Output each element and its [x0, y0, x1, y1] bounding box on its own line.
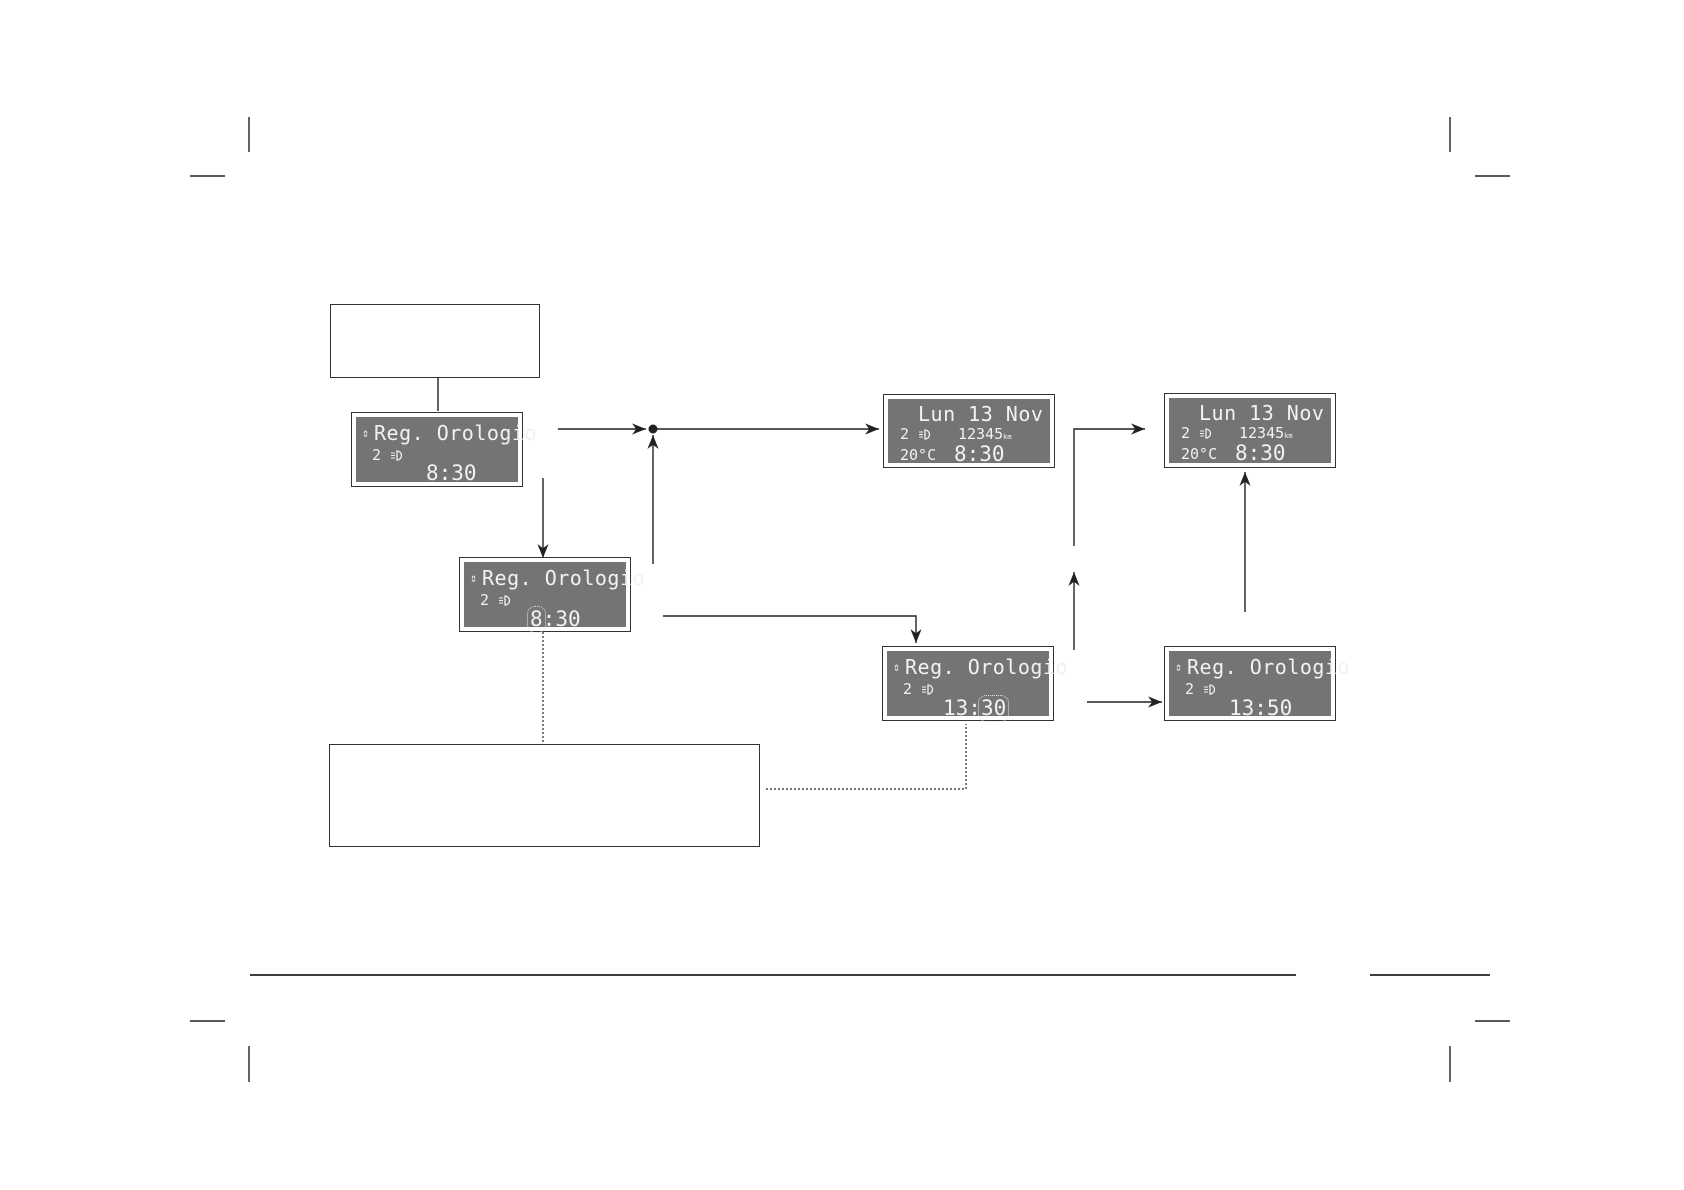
gear-indicator: 2 — [1185, 680, 1195, 698]
up-down-arrows-icon: ⇕ — [893, 660, 901, 674]
lcd-screen: ⇕ Reg. Orologio 2 8:30 — [464, 562, 645, 633]
lcd-display-menu-clock: ⇕ Reg. Orologio 2 8:30 — [351, 412, 537, 487]
gear-indicator: 2 — [1181, 424, 1191, 442]
lcd-screen: ⇕ Reg. Orologio 2 13:30 — [887, 651, 1068, 722]
callout-dotted-line — [766, 724, 967, 790]
selected-hours: 8 — [527, 606, 546, 633]
selected-minutes: 30 — [977, 695, 1010, 722]
display-time: 13:50 — [1229, 696, 1293, 720]
lcd-display-standard-1: Lun 13 Nov 2 12345km 20°C 8:30 — [883, 394, 1055, 468]
display-time: 8:30 — [426, 461, 477, 485]
display-title: Reg. Orologio — [374, 421, 538, 445]
display-date: Lun 13 Nov — [1199, 401, 1325, 425]
display-minutes: 30 — [555, 607, 581, 631]
headlight-icon — [499, 595, 511, 606]
display-date: Lun 13 Nov — [918, 402, 1044, 426]
odometer-unit: km — [1284, 432, 1293, 440]
lcd-screen: ⇕ Reg. Orologio 2 13:50 — [1169, 651, 1350, 720]
info-box-top — [330, 304, 540, 378]
lcd-display-set-done: ⇕ Reg. Orologio 2 13:50 — [1164, 646, 1350, 721]
lcd-screen: ⇕ Reg. Orologio 2 8:30 — [356, 417, 537, 485]
time-separator: : — [542, 607, 556, 631]
display-hours: 13 — [943, 696, 969, 720]
lcd-display-standard-2: Lun 13 Nov 2 12345km 20°C 8:30 — [1164, 393, 1336, 468]
connector-arrow — [663, 615, 922, 643]
headlight-icon — [922, 684, 934, 695]
odometer-unit: km — [1003, 433, 1012, 441]
up-down-arrows-icon: ⇕ — [362, 426, 370, 440]
outside-temperature: 20°C — [900, 446, 937, 464]
headlight-icon — [391, 450, 403, 461]
gear-indicator: 2 — [480, 591, 490, 609]
odometer: 12345 — [1239, 424, 1285, 442]
display-time: 8:30 — [1235, 441, 1286, 465]
display-title: Reg. Orologio — [905, 655, 1069, 679]
gear-indicator: 2 — [900, 425, 910, 443]
lcd-screen: Lun 13 Nov 2 12345km 20°C 8:30 — [888, 399, 1050, 466]
headlight-icon — [1204, 684, 1216, 695]
time-separator: : — [968, 696, 981, 720]
headlight-icon — [1200, 428, 1212, 439]
info-box-bottom — [329, 744, 760, 847]
outside-temperature: 20°C — [1181, 445, 1218, 463]
gear-indicator: 2 — [903, 680, 913, 698]
gear-indicator: 2 — [372, 446, 382, 464]
junction-dot — [648, 424, 658, 434]
lcd-display-minutes-edit: ⇕ Reg. Orologio 2 13:30 — [882, 646, 1068, 722]
display-title: Reg. Orologio — [1187, 655, 1351, 679]
odometer: 12345 — [958, 425, 1004, 443]
up-down-arrows-icon: ⇕ — [470, 571, 478, 585]
display-title: Reg. Orologio — [482, 566, 646, 590]
lcd-display-hours-edit: ⇕ Reg. Orologio 2 8:30 — [459, 557, 645, 633]
display-time: 8:30 — [954, 442, 1005, 466]
up-down-arrows-icon: ⇕ — [1175, 660, 1183, 674]
headlight-icon — [919, 429, 931, 440]
connector-arrow — [1073, 423, 1145, 546]
lcd-screen: Lun 13 Nov 2 12345km 20°C 8:30 — [1169, 398, 1331, 465]
